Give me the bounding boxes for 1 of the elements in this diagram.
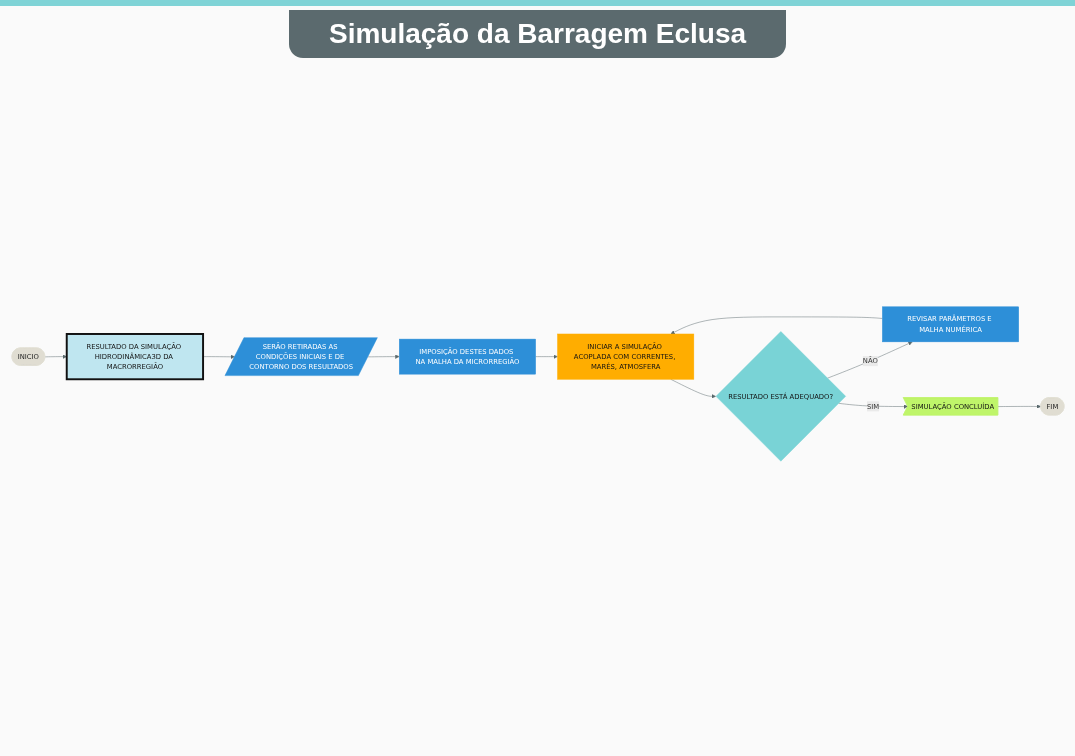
title-banner: Simulação da Barragem Eclusa: [288, 10, 787, 58]
